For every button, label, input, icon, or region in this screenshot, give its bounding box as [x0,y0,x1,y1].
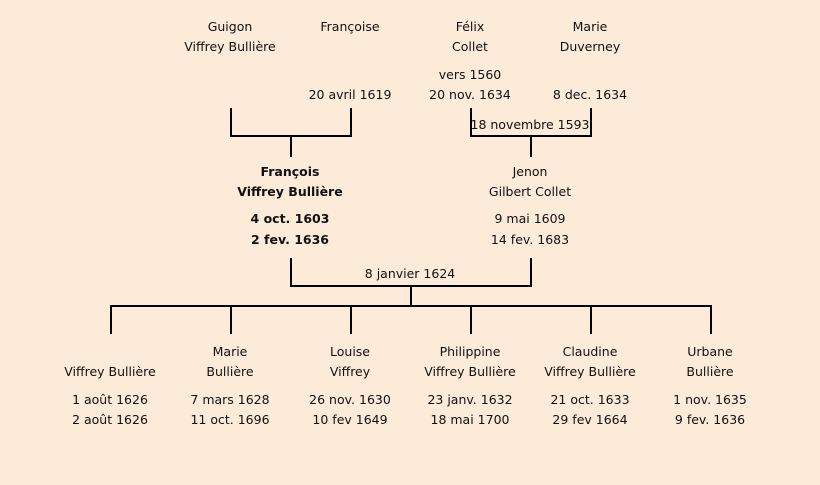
birth-date: 7 mars 1628 [190,392,270,407]
birth-date: 9 mai 1609 [494,211,566,226]
birth-date: 1 nov. 1635 [673,392,747,407]
first-name: Félix [455,19,485,34]
birth-date: 26 nov. 1630 [309,392,391,407]
first-name: Claudine [562,344,618,359]
last-name: Viffrey Bullière [424,364,516,379]
birth-date: vers 1560 [438,67,502,82]
death-date: 9 fev. 1636 [674,412,746,427]
last-name: Viffrey Bullière [544,364,636,379]
birth-date: 21 oct. 1633 [550,392,630,407]
first-name: Guigon [207,19,253,34]
birth-date: 23 janv. 1632 [427,392,513,407]
marriage-date-parents: 8 janvier 1624 [364,266,456,281]
last-name: Bullière [206,364,254,379]
death-date: 8 dec. 1634 [552,87,628,102]
first-name: Marie [212,344,248,359]
last-name: Collet [452,39,488,54]
first-name: Marie [572,19,608,34]
death-date: 29 fev 1664 [552,412,628,427]
last-name: Bullière [686,364,734,379]
death-date: 20 avril 1619 [308,87,392,102]
death-date: 18 mai 1700 [430,412,510,427]
birth-date: 1 août 1626 [72,392,148,407]
death-date: 10 fev 1649 [312,412,388,427]
last-name: Gilbert Collet [488,184,572,199]
death-date: 14 fev. 1683 [490,232,570,247]
last-name: Viffrey [329,364,371,379]
birth-date: 4 oct. 1603 [250,211,330,226]
last-name: Duverney [559,39,621,54]
first-name: Louise [330,344,370,359]
last-name: Viffrey Bullière [64,364,156,379]
first-name: François [260,164,320,179]
death-date: 11 oct. 1696 [190,412,270,427]
first-name: Françoise [320,19,380,34]
death-date: 2 fev. 1636 [251,232,329,247]
first-name: Jenon [512,164,548,179]
death-date: 2 août 1626 [72,412,148,427]
first-name: Philippine [439,344,501,359]
marriage-date-grandparents: 18 novembre 1593 [470,117,590,132]
last-name: Viffrey Bullière [237,184,343,199]
first-name: Urbane [687,344,733,359]
last-name: Viffrey Bullière [184,39,276,54]
death-date: 20 nov. 1634 [429,87,511,102]
